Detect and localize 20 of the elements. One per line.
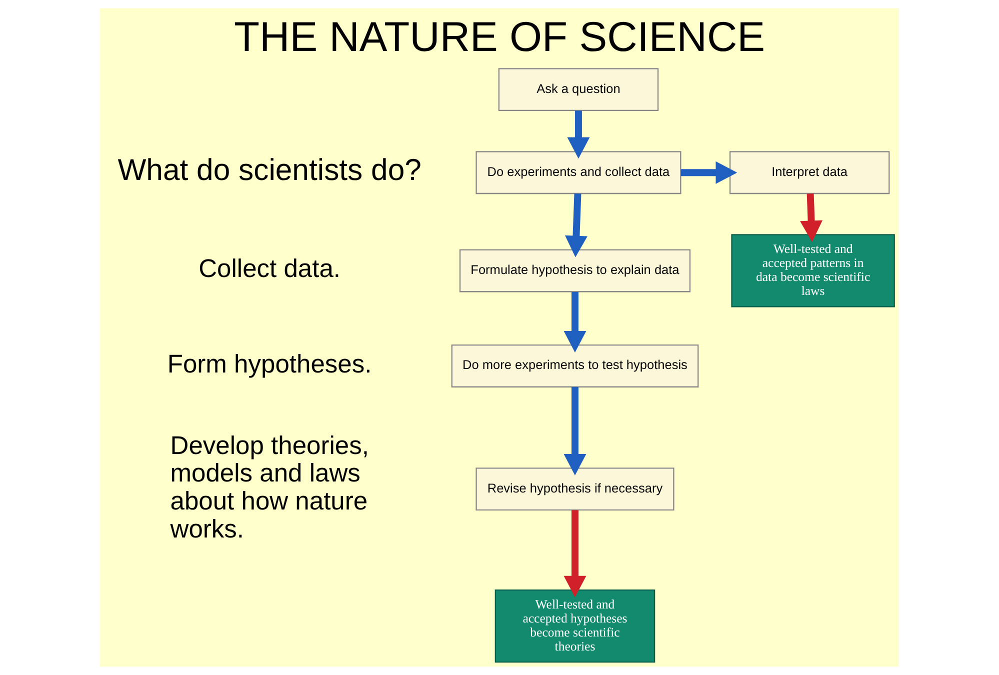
arrow (680, 161, 738, 184)
node-box: Well-tested and accepted patterns in data become scientific laws (731, 234, 895, 308)
node-box: Ask a question (498, 68, 659, 112)
node-box: Formulate hypothesis to explain data (459, 249, 691, 292)
label: Form hypotheses. (167, 350, 372, 378)
arrow (564, 510, 586, 598)
arrow (564, 387, 586, 476)
node-box: Revise hypothesis if necessary (476, 468, 674, 511)
arrow (564, 292, 586, 352)
node-box: Do experiments and collect data (476, 151, 682, 194)
arrow (567, 110, 590, 159)
diagram-title: THE NATURE OF SCIENCE (234, 13, 766, 60)
arrow (564, 193, 588, 258)
node-box: Do more experiments to test hypothesis (451, 344, 699, 388)
label: What do scientists do? (118, 154, 422, 187)
node-box: Interpret data (729, 151, 890, 194)
label: Develop theories, models and laws about how nature works. (170, 432, 369, 544)
label: Collect data. (198, 255, 341, 284)
node-box: Well-tested and accepted hypotheses become scientific theories (494, 590, 656, 663)
arrow (800, 193, 823, 242)
